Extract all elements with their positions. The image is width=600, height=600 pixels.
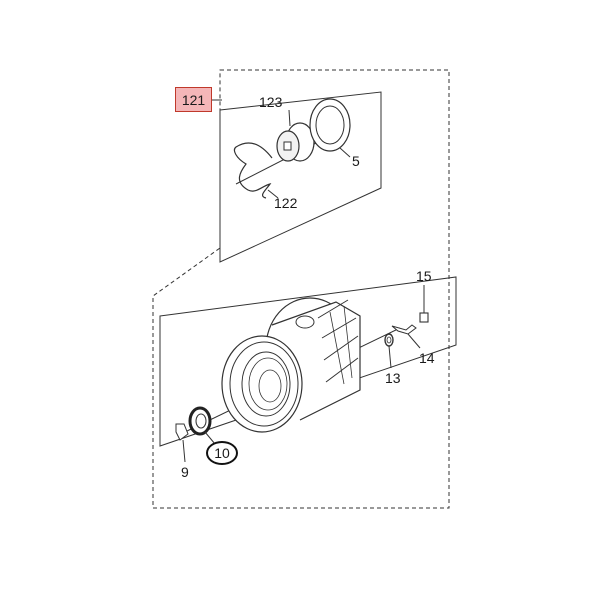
knob-123-square-hole xyxy=(283,141,292,151)
callout-121: 121 xyxy=(175,87,212,112)
leader-5 xyxy=(339,147,351,158)
leader-14 xyxy=(407,333,421,349)
leader-13 xyxy=(388,345,392,369)
leader-123 xyxy=(288,109,291,127)
spool-body xyxy=(221,297,361,433)
callout-15: 15 xyxy=(416,268,432,284)
leader-9 xyxy=(182,439,186,463)
callout-13: 13 xyxy=(385,370,401,386)
callout-10: 10 xyxy=(206,441,238,465)
lever-14 xyxy=(391,324,417,335)
part-9-clip xyxy=(175,423,189,441)
callout-123: 123 xyxy=(259,94,283,110)
upper-subpanel xyxy=(219,91,382,263)
callout-9: 9 xyxy=(181,464,189,480)
callout-5: 5 xyxy=(352,153,360,169)
callout-122: 122 xyxy=(274,195,298,211)
leader-122 xyxy=(267,189,279,199)
callout-14: 14 xyxy=(419,350,435,366)
lower-panel xyxy=(159,276,457,447)
washer-13-inner xyxy=(386,336,392,344)
bearing-10-inner xyxy=(195,413,207,429)
assembly-dashed-outline xyxy=(152,69,450,509)
wire-clip-122 xyxy=(233,142,273,199)
screw-15 xyxy=(419,312,429,323)
washer-5-inner xyxy=(315,105,345,145)
